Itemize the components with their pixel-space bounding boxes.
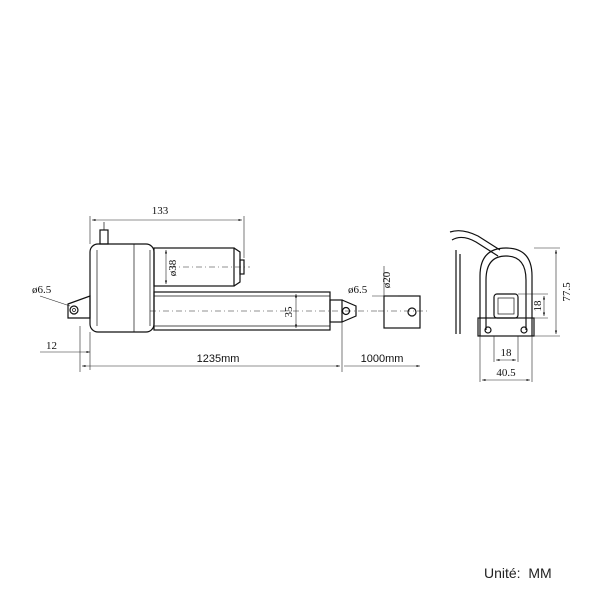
side-view [39,216,430,372]
label-bracket-height: 77.5 [561,282,573,302]
label-front-hole: ø6.5 [348,284,368,296]
unit-label: Unité: MM [484,565,552,581]
label-rear-offset: 12 [46,340,57,352]
label-retracted-length: 1235mm [197,353,240,365]
motor-body [153,247,250,287]
label-bracket-inner: 18 [532,300,544,312]
dim-lengths [79,322,420,372]
label-stroke: 1000mm [361,353,404,365]
dim-total-width [89,216,245,258]
bracket-view [449,230,560,382]
inner-rod [329,299,357,323]
label-front-diameter: ø20 [381,271,393,288]
dim-front-diameter [372,266,398,297]
label-rear-hole: ø6.5 [32,284,52,296]
gearbox-housing [89,222,155,333]
rear-clevis [39,295,91,319]
outer-tube [150,291,380,331]
label-rod-height: 35 [283,306,295,318]
label-bracket-width: 40.5 [496,367,516,379]
front-eye-detail [378,295,430,329]
label-total-width: 133 [152,205,169,217]
label-motor-diameter: ø38 [167,259,179,276]
label-bracket-slot: 18 [501,347,513,359]
